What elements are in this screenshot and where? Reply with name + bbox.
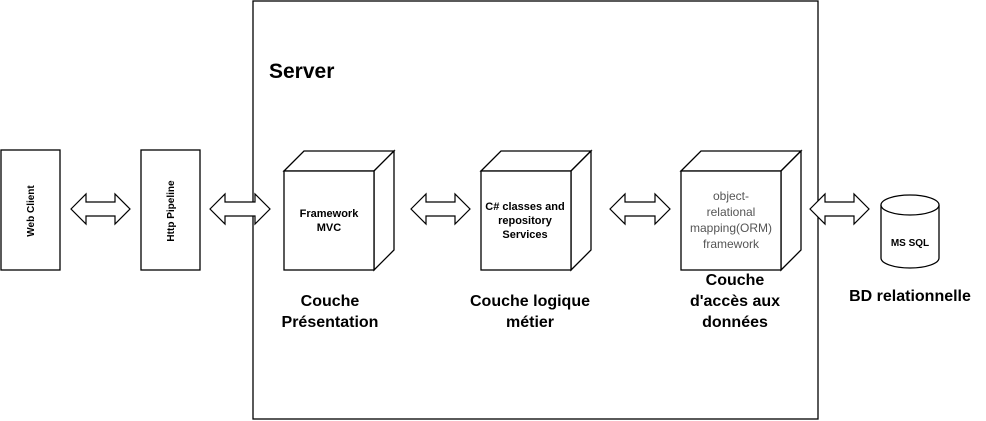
data-access-box-line2: relational [707, 205, 756, 219]
database-caption: BD relationnelle [849, 288, 971, 305]
http-pipeline-label: Http Pipeline [166, 180, 177, 242]
business-box-line3: Services [502, 229, 547, 241]
data-access-caption-line2: d'accès aux [690, 293, 780, 310]
business-caption-line2: métier [506, 314, 554, 331]
business-box-line2: repository [498, 215, 553, 227]
data-access-box-line4: framework [703, 237, 760, 251]
double-arrow-client-pipeline [70, 192, 131, 226]
web-client-label: Web Client [26, 185, 37, 237]
double-arrow-presentation-business [410, 192, 471, 226]
business-box-line1: C# classes and [485, 201, 565, 213]
database-cylinder [880, 194, 940, 269]
data-access-box-line1: object- [713, 189, 749, 203]
server-title: Server [269, 60, 334, 83]
data-access-caption-line1: Couche [706, 272, 765, 289]
presentation-caption-line2: Présentation [282, 314, 379, 331]
web-client-box [0, 149, 61, 271]
data-access-caption-line3: données [702, 314, 768, 331]
business-caption-line1: Couche logique [470, 293, 590, 310]
data-access-box-line3: mapping(ORM) [690, 221, 772, 235]
presentation-caption-line1: Couche [301, 293, 360, 310]
http-pipeline-box [140, 149, 201, 271]
data-access-cube [679, 149, 803, 272]
double-arrow-data-database [809, 192, 870, 226]
presentation-box-line2: MVC [317, 222, 342, 234]
business-cube [479, 149, 593, 272]
double-arrow-business-data [609, 192, 671, 226]
double-arrow-pipeline-server [209, 192, 271, 226]
presentation-cube [282, 149, 396, 272]
database-label: MS SQL [891, 238, 929, 249]
presentation-box-line1: Framework [300, 208, 360, 220]
